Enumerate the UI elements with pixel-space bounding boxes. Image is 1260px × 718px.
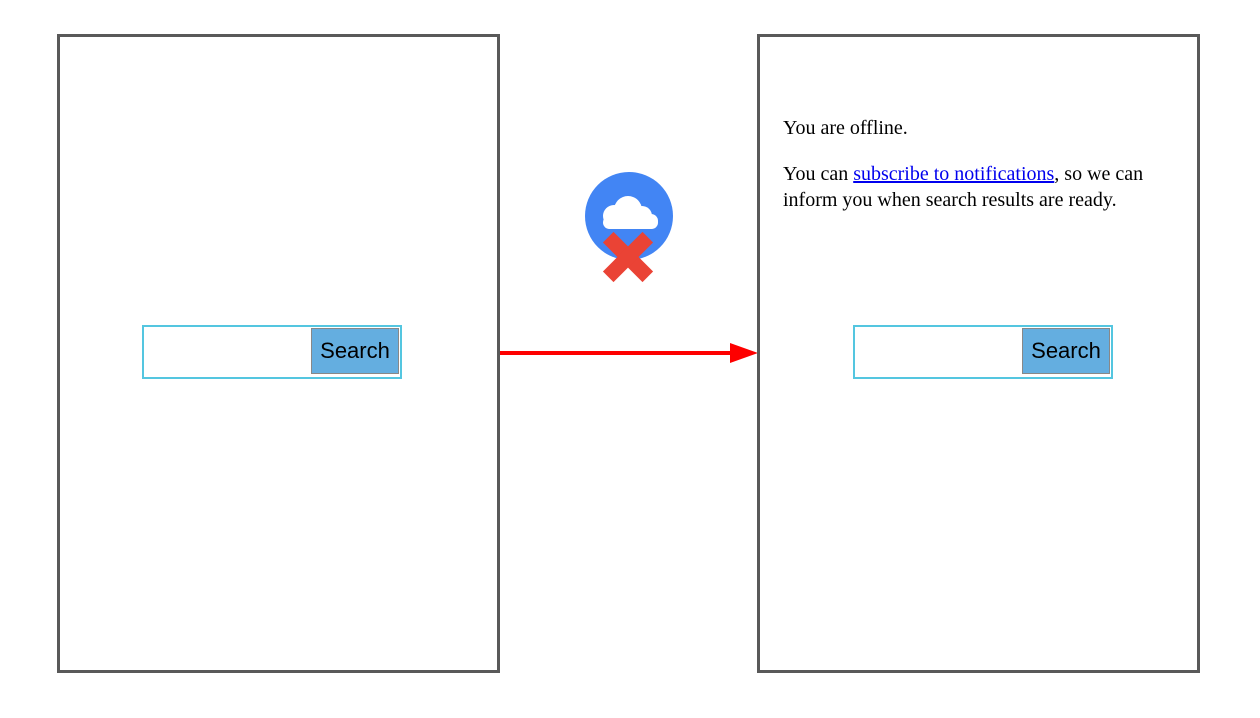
subscribe-notifications-link[interactable]: subscribe to notifications xyxy=(853,163,1055,185)
search-form: Search xyxy=(853,325,1113,379)
search-button[interactable]: Search xyxy=(311,328,399,374)
cloud-offline-icon xyxy=(585,172,673,283)
offline-status-text: You are offline. xyxy=(783,117,908,139)
search-input[interactable] xyxy=(855,327,1022,377)
offline-copy: You are offline. You can subscribe to no… xyxy=(783,95,1179,233)
search-form: Search xyxy=(142,325,402,379)
offline-page-frame: You are offline. You can subscribe to no… xyxy=(757,34,1200,673)
notify-suffix-text: , so we can inform you when search resul… xyxy=(783,163,1144,211)
cloud-shape xyxy=(603,196,658,229)
online-page-frame: Search xyxy=(57,34,500,673)
flow-arrow xyxy=(500,343,758,363)
cross-mark xyxy=(602,231,654,283)
search-button[interactable]: Search xyxy=(1022,328,1110,374)
search-input[interactable] xyxy=(144,327,311,377)
notification-info-text: You can subscribe to notifications, so w… xyxy=(783,161,1179,213)
notify-prefix-text: You can xyxy=(783,163,854,185)
